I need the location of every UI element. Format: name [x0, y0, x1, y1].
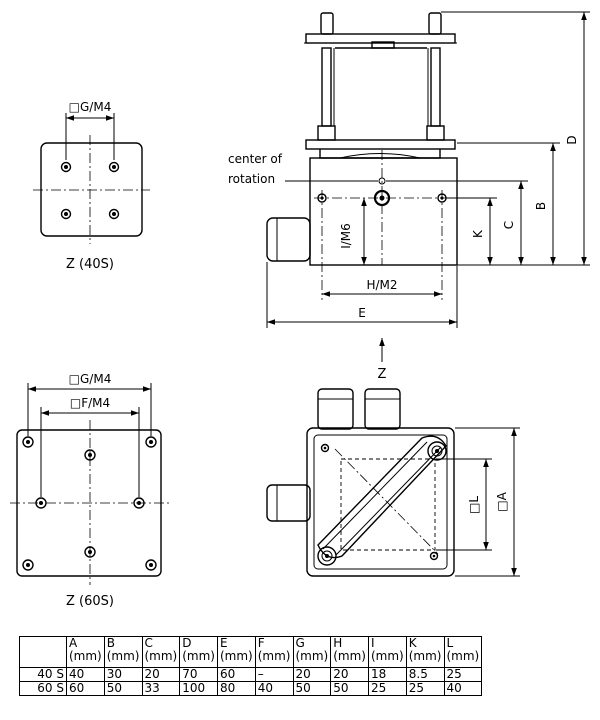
caption-40s: Z (40S)	[66, 257, 114, 272]
caption-60s: Z (60S)	[66, 594, 114, 609]
dim-l: □L	[467, 496, 481, 514]
callout-line-1: center of	[228, 152, 283, 166]
hole-60s	[22, 559, 34, 571]
diagonal-link	[317, 435, 447, 559]
connector	[364, 388, 401, 430]
plate-40s	[40, 142, 143, 237]
bottom-view: □L □A	[266, 388, 520, 577]
lower-plate	[305, 139, 456, 150]
view-arrow-z: Z	[378, 338, 387, 382]
table-cell: 70	[179, 667, 218, 682]
hole-60s	[84, 546, 96, 558]
technical-drawing: □G/M4 Z (40S) □G/M4 □F/M4 Z (60S)	[10, 11, 590, 609]
dim-g-40s: □G/M4	[69, 100, 112, 114]
dim-h: H/M2	[366, 278, 397, 292]
table-header-cell: K(mm)	[405, 636, 445, 668]
view-60s: □G/M4 □F/M4 Z (60S)	[10, 372, 170, 609]
table-cell: 60	[66, 681, 105, 696]
table-cell: 40	[66, 667, 105, 682]
table-header-cell: D(mm)	[179, 636, 218, 668]
table-header-cell: G(mm)	[292, 636, 332, 668]
base-outer	[306, 427, 455, 577]
guide-rod	[430, 47, 441, 127]
table-cell: 40	[443, 681, 483, 696]
motor-knob	[266, 217, 311, 262]
table-cell: 18	[368, 667, 407, 682]
table-cell: 100	[179, 681, 218, 696]
hole-40s	[108, 208, 120, 220]
hole-60s	[84, 449, 96, 461]
hole-40s	[60, 161, 72, 173]
hole	[429, 551, 439, 561]
hole	[320, 443, 330, 453]
table-header-cell: A(mm)	[66, 636, 105, 668]
table-header-cell: F(mm)	[254, 636, 294, 668]
dim-a: □A	[495, 491, 509, 511]
table-cell: 40 S	[19, 667, 67, 682]
table-cell: 25	[368, 681, 407, 696]
dim-c: C	[502, 221, 516, 229]
table-row: 60 S 60 50 33 100 80 40 50 50 25 25 40	[19, 681, 483, 696]
hole-60s	[35, 497, 47, 509]
dim-d: D	[565, 135, 579, 144]
hole-60s	[145, 559, 157, 571]
hidden-square	[340, 458, 436, 551]
hole-60s	[145, 436, 157, 448]
table-cell: 40	[254, 681, 294, 696]
callout-line-2: rotation	[228, 172, 275, 186]
table-row: 40 S 40 30 20 70 60 – 20 20 18 8.5 25	[19, 667, 483, 682]
table-cell: 33	[141, 681, 181, 696]
table-header-cell	[19, 636, 67, 668]
table-cell: 50	[103, 681, 143, 696]
center-of-rotation-mark	[378, 177, 386, 185]
hole-40s	[108, 161, 120, 173]
table-cell: 8.5	[405, 667, 445, 682]
view-40s: □G/M4 Z (40S)	[33, 100, 150, 272]
table-cell: 25	[405, 681, 445, 696]
hole-40s	[60, 208, 72, 220]
dim-b: B	[534, 202, 548, 210]
table-header-cell: I(mm)	[368, 636, 407, 668]
table-cell: 20	[330, 667, 369, 682]
hole-60s	[133, 497, 145, 509]
table-cell: 60 S	[19, 681, 67, 696]
stage-body	[309, 157, 458, 266]
dim-k: K	[471, 229, 485, 238]
table-cell: 50	[292, 681, 332, 696]
table-cell: 60	[217, 667, 256, 682]
dim-f-60s: □F/M4	[70, 396, 110, 410]
table-cell: 20	[292, 667, 332, 682]
table-cell: 25	[443, 667, 483, 682]
pivot	[427, 441, 447, 461]
table-header-cell: L(mm)	[443, 636, 483, 668]
table-cell: 80	[217, 681, 256, 696]
table-header-row: A(mm) B(mm) C(mm) D(mm) E(mm) F(mm) G(mm…	[19, 636, 483, 668]
dim-i: I/M6	[339, 223, 353, 249]
table-header-cell: C(mm)	[141, 636, 181, 668]
dim-g-60s: □G/M4	[69, 372, 112, 386]
base-inner	[313, 434, 448, 570]
guide-rod	[321, 47, 332, 127]
table-cell: 50	[330, 681, 369, 696]
dim-e: E	[358, 306, 366, 320]
knob-side	[266, 484, 311, 522]
hole-60s	[22, 436, 34, 448]
front-view: center of rotation I/M6 H/M2 E K C B D	[228, 11, 590, 328]
table-header-cell: E(mm)	[217, 636, 256, 668]
connector	[317, 388, 354, 430]
table-cell: 30	[103, 667, 143, 682]
table-header-cell: H(mm)	[330, 636, 369, 668]
table-cell: –	[254, 667, 294, 682]
table-cell: 20	[141, 667, 181, 682]
table-header-cell: B(mm)	[103, 636, 143, 668]
pivot	[317, 546, 337, 566]
spec-table: A(mm) B(mm) C(mm) D(mm) E(mm) F(mm) G(mm…	[19, 636, 483, 696]
view-arrow-label: Z	[378, 367, 387, 382]
